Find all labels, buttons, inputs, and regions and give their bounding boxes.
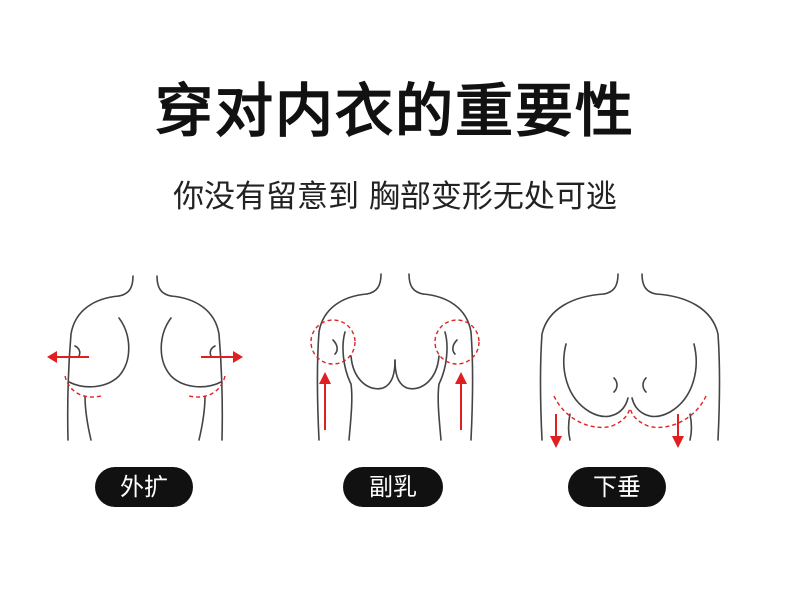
label-accessory-breast: 副乳 — [343, 467, 443, 507]
outward-spread-icon — [47, 275, 243, 441]
sagging-illustration — [530, 268, 730, 448]
label-outward-spread: 外扩 — [95, 467, 193, 507]
page-title: 穿对内衣的重要性 — [154, 77, 635, 145]
page-subtitle: 你没有留意到 胸部变形无处可逃 — [173, 179, 617, 215]
label-sagging: 下垂 — [568, 467, 666, 507]
accessory-breast-icon — [310, 273, 480, 441]
accessory-breast-illustration — [295, 268, 495, 448]
outward-spread-illustration — [45, 268, 245, 448]
sagging-icon — [539, 273, 721, 448]
